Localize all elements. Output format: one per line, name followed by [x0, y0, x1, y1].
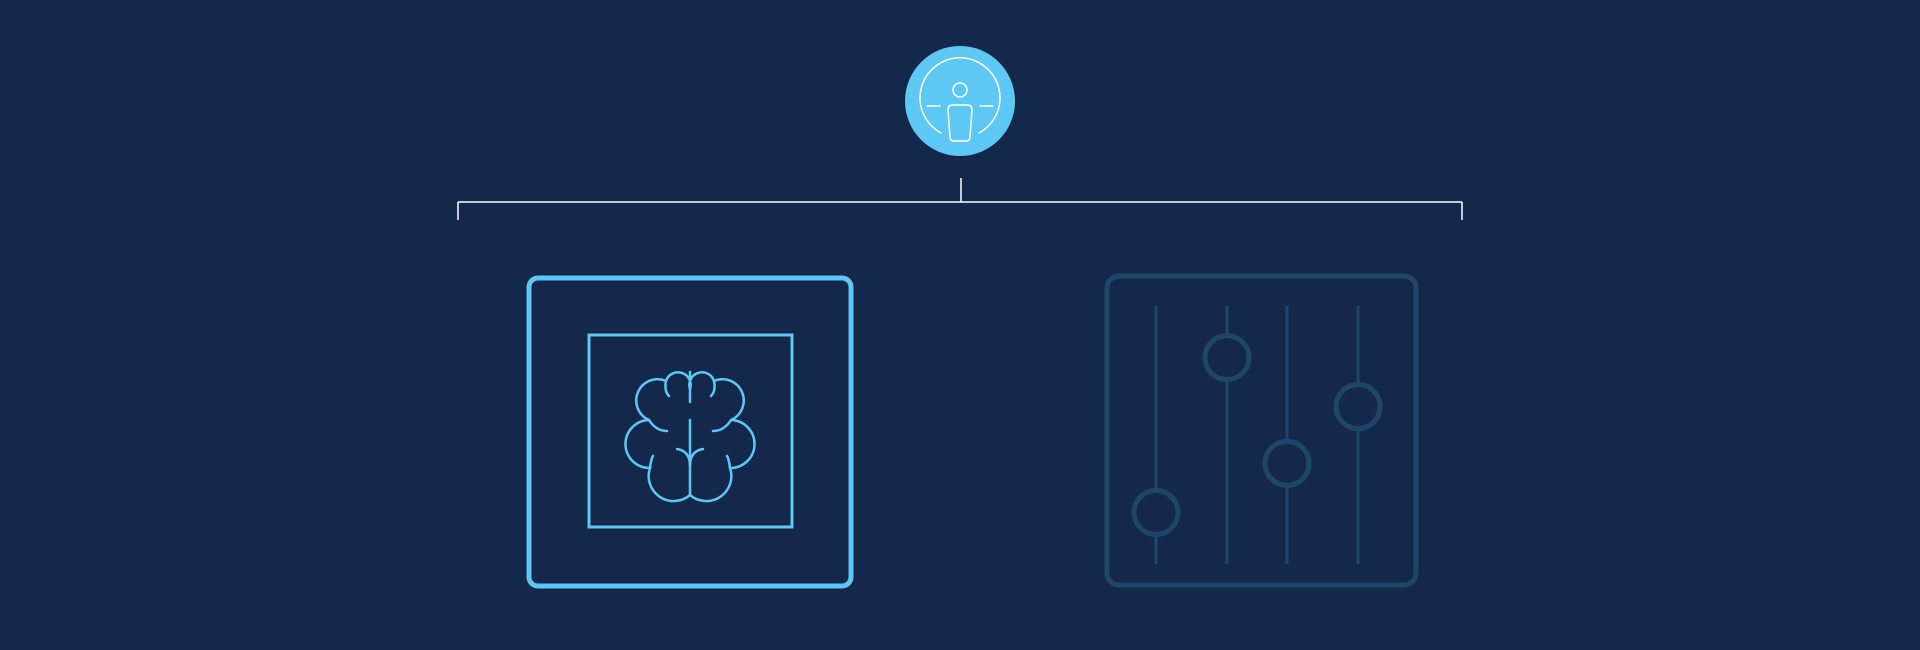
sliders-icon [1131, 306, 1383, 564]
slider-knob-1 [1131, 487, 1181, 537]
slider-knob-3 [1262, 438, 1312, 488]
slider-knob-4 [1333, 382, 1383, 432]
root-circle [905, 46, 1015, 156]
child-node-sliders [1104, 273, 1419, 588]
connector-bracket [457, 178, 1463, 220]
brain-inner-frame [587, 333, 794, 529]
sliders-frame [1104, 273, 1419, 588]
brain-icon [624, 370, 756, 503]
child-node-brain [526, 275, 854, 589]
slider-knob-2 [1202, 333, 1252, 383]
person-at-wheel-icon [919, 57, 1001, 142]
brain-outer-frame [526, 275, 854, 589]
root-node [905, 46, 1015, 156]
